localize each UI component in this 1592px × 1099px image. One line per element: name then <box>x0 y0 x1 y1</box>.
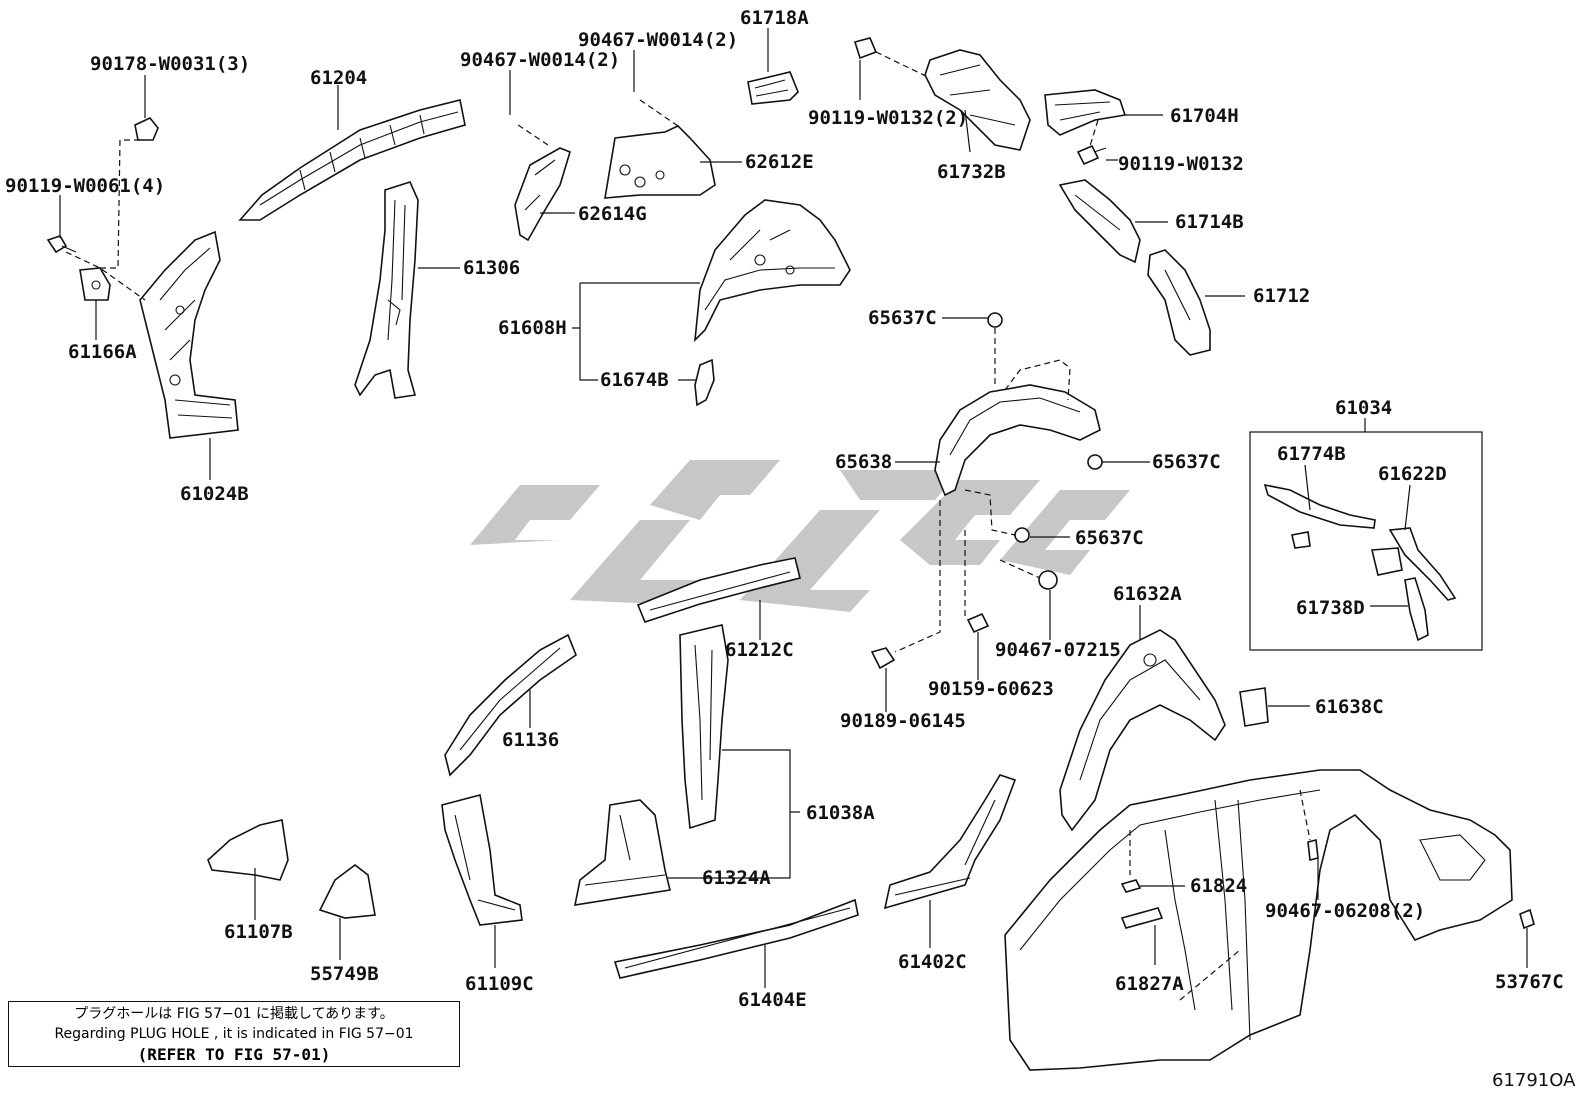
part-55749b-bracket[interactable] <box>318 863 376 919</box>
label-90119-w0132-2[interactable]: 90119-W0132(2) <box>808 107 968 129</box>
watermark-logo <box>470 460 1130 612</box>
label-61718a[interactable]: 61718A <box>740 7 809 29</box>
part-61638c-bracket[interactable] <box>1239 687 1269 727</box>
part-90467-06208-clip[interactable] <box>1307 839 1319 861</box>
part-61827a-pad[interactable] <box>1120 907 1164 929</box>
label-61136[interactable]: 61136 <box>502 729 559 751</box>
part-61212c-rail[interactable] <box>636 557 801 623</box>
part-65638-fender-liner[interactable] <box>934 359 1101 497</box>
part-61622d[interactable] <box>1371 527 1457 601</box>
part-61632a-quarter-inner[interactable] <box>1059 629 1226 832</box>
label-90467-w0014-a[interactable]: 90467-W0014(2) <box>460 49 620 71</box>
part-65637c-clip-mid[interactable] <box>1014 527 1030 543</box>
label-61738d[interactable]: 61738D <box>1296 597 1365 619</box>
part-61712-panel[interactable] <box>1147 249 1211 356</box>
label-61774b[interactable]: 61774B <box>1277 443 1346 465</box>
part-61738d[interactable] <box>1404 577 1429 642</box>
label-61712[interactable]: 61712 <box>1253 285 1310 307</box>
part-61109c-pillar[interactable] <box>441 794 523 926</box>
label-61038a[interactable]: 61038A <box>806 802 875 824</box>
label-90189-06145[interactable]: 90189-06145 <box>840 710 966 732</box>
note-reference[interactable]: (REFER TO FIG 57-01) <box>137 1045 331 1064</box>
part-61718a-bracket[interactable] <box>747 71 799 105</box>
label-61404e[interactable]: 61404E <box>738 989 807 1011</box>
part-61306-b-pillar[interactable] <box>354 181 419 399</box>
label-90467-07215[interactable]: 90467-07215 <box>995 639 1121 661</box>
label-61827a[interactable]: 61827A <box>1115 973 1184 995</box>
label-61107b[interactable]: 61107B <box>224 921 293 943</box>
part-61404e-rocker[interactable] <box>613 898 859 979</box>
label-65637c-right[interactable]: 65637C <box>1152 451 1221 473</box>
part-61824-plug[interactable] <box>1120 879 1142 893</box>
part-62614g-bracket[interactable] <box>514 147 571 242</box>
note-english: Regarding PLUG HOLE , it is indicated in… <box>54 1026 414 1042</box>
inset-61034 <box>1249 431 1483 651</box>
part-61038a-center-pillar[interactable] <box>679 624 729 830</box>
label-65637c-mid[interactable]: 65637C <box>1075 527 1144 549</box>
label-61166a[interactable]: 61166A <box>68 341 137 363</box>
label-90119-w0132[interactable]: 90119-W0132 <box>1118 153 1244 175</box>
label-90467-06208[interactable]: 90467-06208(2) <box>1265 900 1425 922</box>
part-90159-60623-screw[interactable] <box>966 612 990 634</box>
label-61109c[interactable]: 61109C <box>465 973 534 995</box>
part-61136-rail[interactable] <box>444 633 577 777</box>
part-53767c-clip[interactable] <box>1519 908 1535 930</box>
part-61774b[interactable] <box>1263 483 1376 549</box>
label-65638[interactable]: 65638 <box>835 451 892 473</box>
label-61732b[interactable]: 61732B <box>937 161 1006 183</box>
part-61402c-rocker[interactable] <box>883 774 1017 910</box>
part-61324a-lower-pillar[interactable] <box>573 799 671 906</box>
part-90467-07215-clip[interactable] <box>1038 570 1058 590</box>
label-61608h[interactable]: 61608H <box>498 317 567 339</box>
part-65637c-clip-top[interactable] <box>987 312 1003 328</box>
label-61622d[interactable]: 61622D <box>1378 463 1447 485</box>
label-61402c[interactable]: 61402C <box>898 951 967 973</box>
label-61704h[interactable]: 61704H <box>1170 105 1239 127</box>
part-61674b-bracket[interactable] <box>694 358 715 407</box>
label-65637c-top[interactable]: 65637C <box>868 307 937 329</box>
note-japanese: プラグホールは FIG 57−01 に掲載してあります。 <box>74 1006 394 1022</box>
part-90119-w0132-2-bolt[interactable] <box>853 37 878 60</box>
label-90159-60623[interactable]: 90159-60623 <box>928 678 1054 700</box>
label-61324a[interactable]: 61324A <box>702 867 771 889</box>
label-90178-w0031[interactable]: 90178-W0031(3) <box>90 53 250 75</box>
part-61204-roof-rail[interactable] <box>238 99 466 221</box>
part-61704h-bracket[interactable] <box>1044 89 1127 136</box>
part-61166a-bracket[interactable] <box>79 267 111 301</box>
label-61204[interactable]: 61204 <box>310 67 367 89</box>
label-62614g[interactable]: 62614G <box>578 203 647 225</box>
part-61732b-quarter-upper[interactable] <box>924 49 1031 151</box>
part-61608h-wheelhouse[interactable] <box>693 199 851 343</box>
label-61674b[interactable]: 61674B <box>600 369 669 391</box>
part-90189-06145-clip[interactable] <box>870 647 896 670</box>
part-61714b-rail[interactable] <box>1058 179 1141 264</box>
figure-code: 61791OA <box>1492 1070 1576 1091</box>
label-61714b[interactable]: 61714B <box>1175 211 1244 233</box>
label-61632a[interactable]: 61632A <box>1113 583 1182 605</box>
label-90467-w0014-b[interactable]: 90467-W0014(2) <box>578 29 738 51</box>
part-body-side-outer[interactable] <box>1004 769 1513 1071</box>
part-65637c-clip-right[interactable] <box>1087 454 1103 470</box>
part-labels: 90178-W0031(3) 90119-W0061(4) 61166A 610… <box>5 7 1564 1011</box>
label-61024b[interactable]: 61024B <box>180 483 249 505</box>
label-90119-w0061[interactable]: 90119-W0061(4) <box>5 175 165 197</box>
part-90119-w0132-bolt[interactable] <box>1076 144 1107 166</box>
label-61824[interactable]: 61824 <box>1190 875 1247 897</box>
label-61034[interactable]: 61034 <box>1335 397 1392 419</box>
label-62612e[interactable]: 62612E <box>745 151 814 173</box>
label-61306[interactable]: 61306 <box>463 257 520 279</box>
label-53767c[interactable]: 53767C <box>1495 971 1564 993</box>
plug-hole-note: プラグホールは FIG 57−01 に掲載してあります。 Regarding P… <box>8 1001 460 1067</box>
part-61107b-bracket[interactable] <box>207 819 289 881</box>
part-90178-nut[interactable] <box>134 117 159 141</box>
label-61638c[interactable]: 61638C <box>1315 696 1384 718</box>
part-61024b-a-pillar[interactable] <box>139 230 239 439</box>
part-62612e-panel[interactable] <box>604 125 716 199</box>
leader-lines <box>59 28 1528 988</box>
label-55749b[interactable]: 55749B <box>310 963 379 985</box>
part-90119-bolt[interactable] <box>46 235 77 254</box>
label-61212c[interactable]: 61212C <box>725 639 794 661</box>
